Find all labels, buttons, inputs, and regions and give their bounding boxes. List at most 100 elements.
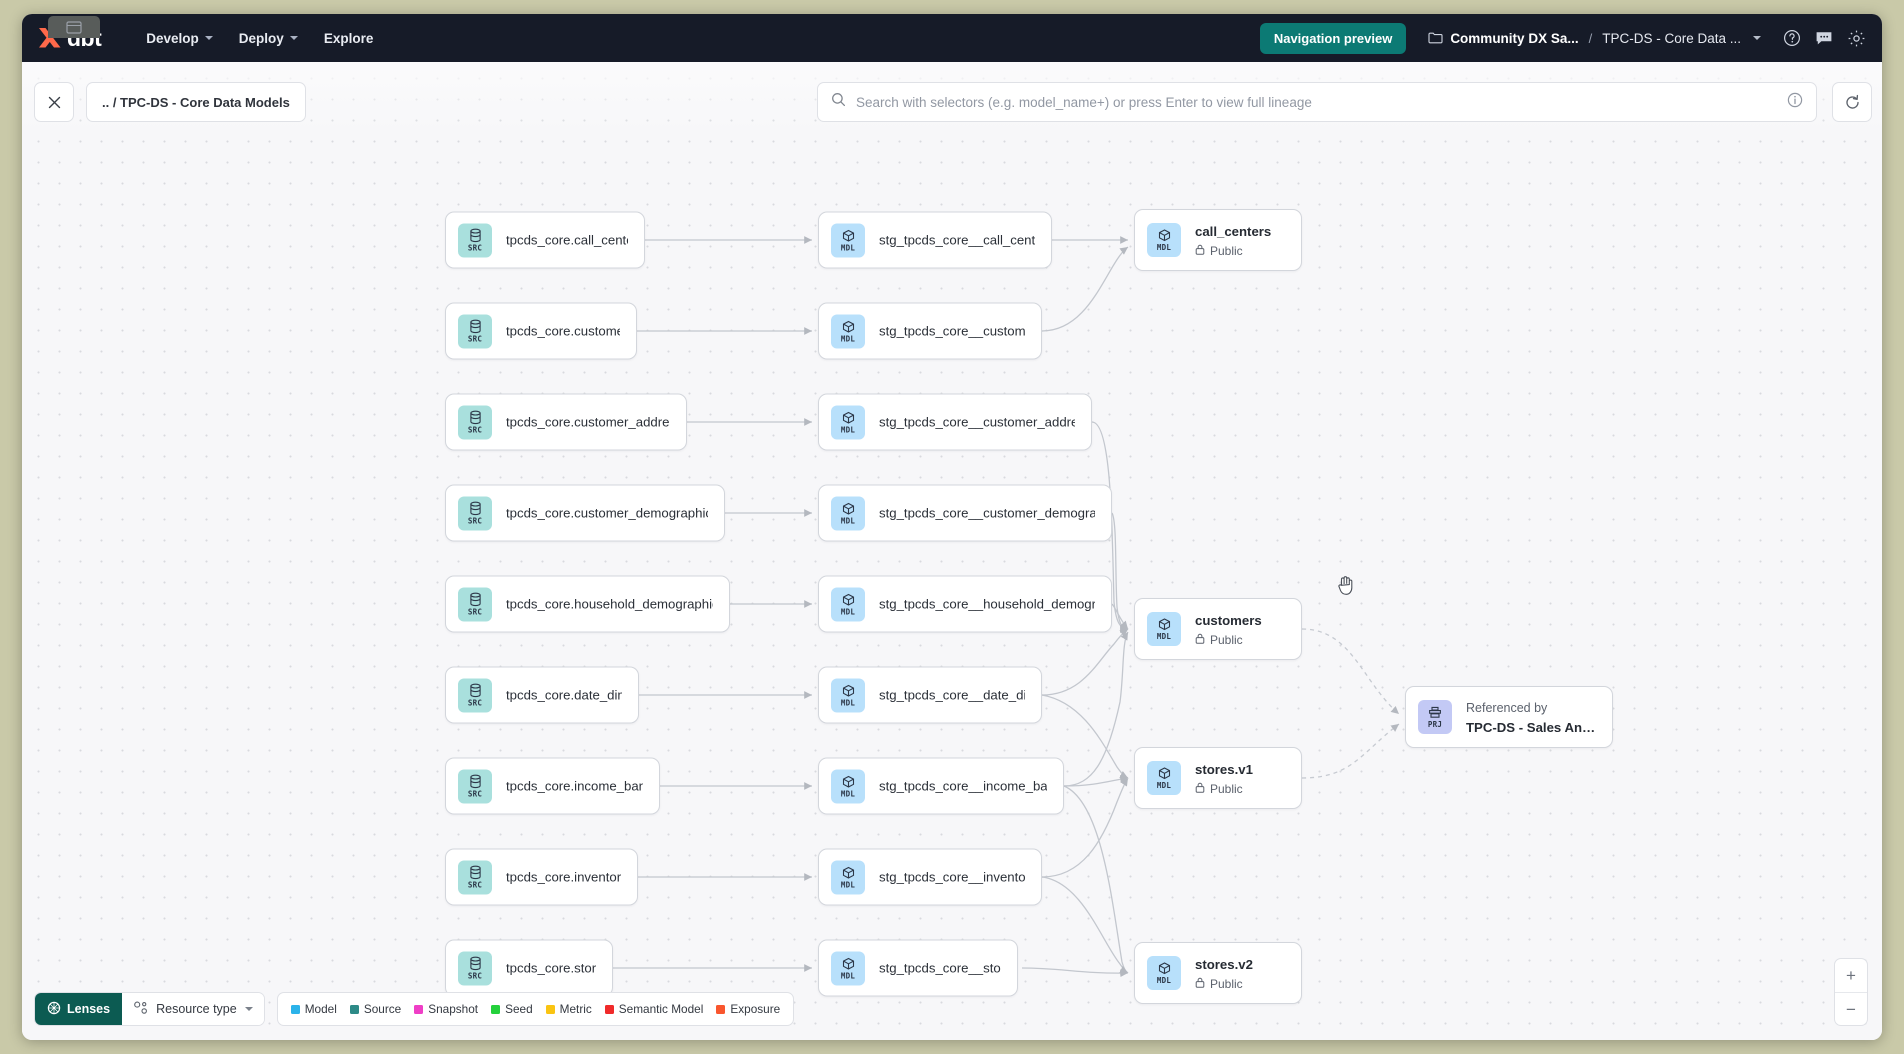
nav-item-deploy[interactable]: Deploy	[228, 25, 309, 52]
folder-icon	[1428, 31, 1443, 46]
legend-item-model: Model	[290, 1002, 337, 1016]
node-title: tpcds_core.customer_demographics	[506, 505, 708, 520]
node-title: tpcds_core.store	[506, 960, 596, 975]
lineage-canvas[interactable]: SRC tpcds_core.call_center SRC tpcds_cor…	[22, 62, 1882, 1040]
lock-icon	[1195, 977, 1205, 991]
lineage-node-source[interactable]: SRC tpcds_core.store	[445, 939, 613, 997]
node-title: tpcds_core.customer_address	[506, 414, 670, 429]
breadcrumb-account[interactable]: Community DX Sa...	[1450, 30, 1579, 46]
badge-kind-label: SRC	[467, 516, 483, 526]
lineage-node-source[interactable]: SRC tpcds_core.customer_address	[445, 393, 687, 451]
badge-kind-label: SRC	[467, 880, 483, 890]
search-input[interactable]	[856, 94, 1777, 110]
badge-kind-label: MDL	[840, 698, 856, 708]
lineage-node-public-model[interactable]: MDL stores.v1 Public	[1134, 747, 1302, 809]
node-body: tpcds_core.inventory	[506, 868, 621, 886]
refresh-button[interactable]	[1832, 82, 1872, 122]
legend-label: Source	[363, 1002, 402, 1016]
help-icon[interactable]	[1783, 29, 1801, 47]
legend-swatch	[290, 1004, 300, 1014]
cube-icon	[842, 501, 855, 516]
feedback-icon[interactable]	[1815, 30, 1833, 47]
lock-icon	[1195, 782, 1205, 796]
database-icon	[469, 865, 482, 880]
top-nav-right: Navigation preview Community DX Sa... / …	[1259, 22, 1866, 54]
node-body: stores.v1 Public	[1195, 761, 1253, 796]
zoom-in-button[interactable]: +	[1846, 966, 1856, 985]
node-body: stg_tpcds_core__household_demogr...	[879, 595, 1095, 613]
model-badge: MDL	[831, 314, 865, 348]
chevron-down-icon[interactable]	[1753, 36, 1761, 40]
breadcrumb-project[interactable]: TPC-DS - Core Data ...	[1602, 30, 1741, 46]
node-access-label: Public	[1210, 632, 1243, 647]
refresh-icon	[1845, 94, 1859, 109]
lineage-node-source[interactable]: SRC tpcds_core.income_band	[445, 757, 660, 815]
badge-kind-label: SRC	[467, 789, 483, 799]
zoom-out-button[interactable]: −	[1835, 992, 1867, 1025]
cube-icon	[842, 865, 855, 880]
node-title: tpcds_core.income_band	[506, 778, 643, 793]
source-badge: SRC	[458, 769, 492, 803]
node-title: stg_tpcds_core__inventory	[879, 869, 1025, 884]
badge-kind-label: MDL	[840, 880, 856, 890]
lineage-node-model[interactable]: MDL stg_tpcds_core__customer	[818, 302, 1042, 360]
node-body: tpcds_core.customer_demographics	[506, 504, 708, 522]
lineage-node-source[interactable]: SRC tpcds_core.date_dim	[445, 666, 639, 724]
navigation-preview-button[interactable]: Navigation preview	[1259, 22, 1407, 54]
window-tab-handle[interactable]	[48, 16, 100, 38]
nav-item-develop[interactable]: Develop	[135, 25, 224, 52]
nav-item-explore-label: Explore	[323, 30, 374, 46]
resource-type-icon	[133, 1001, 148, 1018]
cube-icon	[842, 410, 855, 425]
node-access-badge: Public	[1195, 633, 1262, 647]
lineage-breadcrumb[interactable]: .. / TPC-DS - Core Data Models	[86, 82, 306, 122]
node-body: customers Public	[1195, 612, 1262, 647]
legend-swatch	[349, 1004, 359, 1014]
lineage-node-public-model[interactable]: MDL customers Public	[1134, 598, 1302, 660]
lineage-graph: SRC tpcds_core.call_center SRC tpcds_cor…	[22, 62, 1882, 1040]
nav-item-deploy-label: Deploy	[238, 30, 284, 46]
settings-gear-icon[interactable]	[1847, 29, 1866, 48]
source-badge: SRC	[458, 860, 492, 894]
legend-swatch	[414, 1004, 424, 1014]
source-badge: SRC	[458, 587, 492, 621]
lineage-node-model[interactable]: MDL stg_tpcds_core__store	[818, 939, 1018, 997]
model-badge: MDL	[831, 223, 865, 257]
lineage-node-public-model[interactable]: MDL stores.v2 Public	[1134, 942, 1302, 1004]
node-access-badge: Public	[1195, 977, 1253, 991]
node-body: Referenced by TPC-DS - Sales Analytics	[1466, 699, 1596, 735]
lineage-node-model[interactable]: MDL stg_tpcds_core__customer_address	[818, 393, 1092, 451]
top-navigation-bar: dbt Develop Deploy Explore Navigation pr…	[22, 14, 1882, 62]
lineage-node-source[interactable]: SRC tpcds_core.customer	[445, 302, 637, 360]
lineage-node-public-model[interactable]: MDL call_centers Public	[1134, 209, 1302, 271]
referenced-by-project-name: TPC-DS - Sales Analytics	[1466, 720, 1596, 735]
node-access-label: Public	[1210, 976, 1243, 991]
lineage-node-referenced-by-project[interactable]: PRJ Referenced by TPC-DS - Sales Analyti…	[1405, 686, 1613, 748]
badge-kind-label: MDL	[840, 607, 856, 617]
nav-item-explore[interactable]: Explore	[313, 25, 385, 52]
lineage-node-source[interactable]: SRC tpcds_core.customer_demographics	[445, 484, 725, 542]
lineage-node-model[interactable]: MDL stg_tpcds_core__customer_demogra...	[818, 484, 1112, 542]
lineage-node-source[interactable]: SRC tpcds_core.household_demographics	[445, 575, 730, 633]
badge-kind-label: MDL	[840, 334, 856, 344]
legend-label: Seed	[505, 1002, 533, 1016]
lineage-node-model[interactable]: MDL stg_tpcds_core__inventory	[818, 848, 1042, 906]
source-badge: SRC	[458, 314, 492, 348]
lineage-search-bar[interactable]	[817, 82, 1817, 122]
lineage-node-model[interactable]: MDL stg_tpcds_core__household_demogr...	[818, 575, 1112, 633]
lineage-node-source[interactable]: SRC tpcds_core.call_center	[445, 211, 645, 269]
close-button[interactable]	[34, 82, 74, 122]
lenses-button[interactable]: Lenses	[35, 993, 123, 1025]
legend-item-snapshot: Snapshot	[414, 1002, 478, 1016]
legend-swatch	[545, 1004, 555, 1014]
cube-icon	[1158, 228, 1171, 243]
lineage-node-model[interactable]: MDL stg_tpcds_core__date_dim	[818, 666, 1042, 724]
node-body: tpcds_core.customer_address	[506, 413, 670, 431]
lineage-node-model[interactable]: MDL stg_tpcds_core__call_center	[818, 211, 1052, 269]
lineage-node-model[interactable]: MDL stg_tpcds_core__income_band	[818, 757, 1064, 815]
info-icon[interactable]	[1787, 92, 1803, 113]
node-body: call_centers Public	[1195, 223, 1271, 258]
resource-type-filter[interactable]: Resource type	[122, 993, 264, 1025]
lineage-node-source[interactable]: SRC tpcds_core.inventory	[445, 848, 638, 906]
badge-kind-label: MDL	[840, 971, 856, 981]
